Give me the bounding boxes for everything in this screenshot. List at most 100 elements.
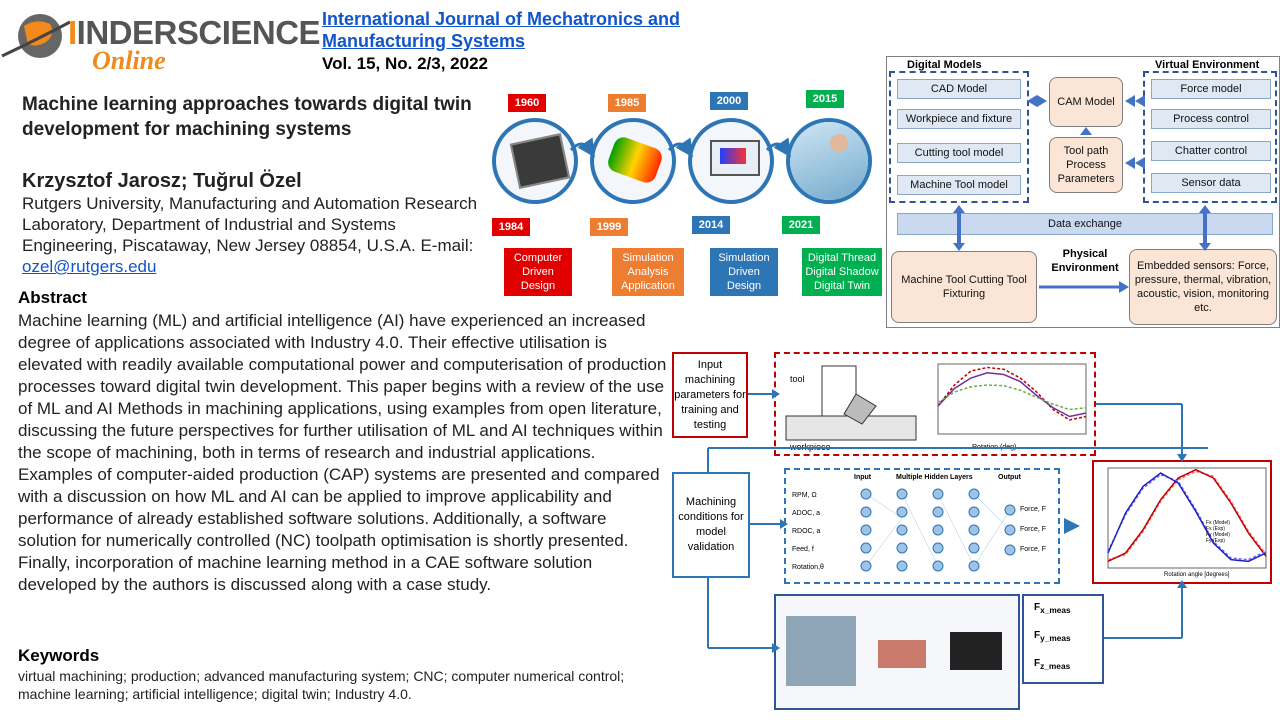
measurement-symbol: F	[1034, 602, 1041, 613]
measurement-symbol: F	[1034, 630, 1041, 641]
year-badge: 2015	[806, 90, 844, 108]
volume-info: Vol. 15, No. 2/3, 2022	[322, 54, 488, 73]
keywords-text: virtual machining; production; advanced …	[18, 668, 625, 702]
nn-header: Output	[998, 474, 1021, 481]
nn-header: Multiple Hidden Layers	[896, 474, 973, 481]
digital-twin-diagram: Digital Models CAD Model Workpiece and f…	[886, 56, 1280, 328]
stage-label: Simulation Analysis Application	[612, 248, 684, 296]
affiliation-text: Rutgers University, Manufacturing and Au…	[22, 194, 478, 255]
logo-wordmark: IINDERSCIENCE	[68, 14, 321, 51]
year-badge: 2000	[710, 92, 748, 110]
abstract-heading: Abstract	[18, 288, 87, 307]
machining-conditions-box: Machining conditions for model validatio…	[672, 472, 750, 578]
year-badge: 1985	[608, 94, 646, 112]
nn-input-label: RDOC, a	[792, 528, 821, 535]
input-params-box: Input machining parameters for training …	[672, 352, 748, 438]
nn-header: Input	[854, 474, 872, 481]
digital-models-group	[889, 71, 1029, 203]
ml-diagram: Input machining parameters for training …	[668, 348, 1280, 720]
nn-input-label: ADOC, a	[792, 510, 821, 517]
virtual-env-box: Chatter control	[1151, 141, 1271, 161]
journal-title-link[interactable]: International Journal of Mechatronics an…	[322, 9, 681, 51]
paper-title: Machine learning approaches towards digi…	[22, 94, 472, 140]
affiliation: Rutgers University, Manufacturing and Au…	[22, 193, 492, 277]
measurement-label: Fz_meas	[1034, 658, 1070, 671]
machine-tool-box: Machine Tool Cutting Tool Fixturing	[891, 251, 1037, 323]
nn-input-label: RPM, Ω	[792, 492, 817, 499]
data-exchange-bar: Data exchange	[897, 213, 1273, 235]
plot-frame	[937, 363, 1087, 435]
digital-twin-era-image	[786, 118, 872, 204]
virtual-env-label: Virtual Environment	[1155, 59, 1260, 71]
experimental-setup-panel	[774, 594, 1020, 710]
legend-item: Fy (Exp)	[1206, 538, 1225, 544]
embedded-sensors-box: Embedded sensors: Force, pressure, therm…	[1129, 249, 1277, 325]
inderscience-logo[interactable]: IINDERSCIENCE Online	[0, 8, 321, 78]
measurement-subscript: y_meas	[1040, 633, 1071, 643]
tool-label: tool	[790, 374, 805, 384]
series-line	[937, 371, 1087, 418]
year-badge: 1984	[492, 218, 530, 236]
digital-model-box: CAD Model	[897, 79, 1021, 99]
series-line	[1107, 470, 1267, 561]
legend-item: Fx (Exp)	[1206, 526, 1225, 532]
nn-output-label: Force, F	[1020, 526, 1047, 533]
stage-label: Computer Driven Design	[504, 248, 572, 296]
stage-label: Simulation Driven Design	[710, 248, 778, 296]
year-badge: 1999	[590, 218, 628, 236]
nn-input-label: Feed, f	[792, 546, 814, 553]
toolpath-box: Tool path Process Parameters	[1049, 137, 1123, 193]
virtual-env-box: Process control	[1151, 109, 1271, 129]
machine-image	[786, 616, 856, 686]
physical-env-label: Physical Environment	[1051, 248, 1119, 274]
digital-model-box: Cutting tool model	[897, 143, 1021, 163]
legend-item: Fx (Model)	[1206, 520, 1230, 526]
cad-era-image	[492, 118, 578, 204]
measurement-label: Fy_meas	[1034, 630, 1071, 643]
force-validation-chart	[1107, 467, 1267, 569]
timeline-figure: 1960 1985 2000 2015 1984 1999 2014 2021 …	[486, 88, 886, 300]
sdd-era-image	[688, 118, 774, 204]
force-chart-legend: Fx (Model) Fx (Exp) Fy (Model) Fy (Exp)	[1206, 520, 1230, 544]
paper-authors: Krzysztof Jarosz; Tuğrul Özel	[22, 170, 302, 192]
ml-connector-arrows	[707, 389, 1208, 653]
twin-arrows	[953, 95, 1211, 293]
series-line	[1107, 473, 1267, 561]
machining-conditions-text: Machining conditions for model validatio…	[678, 496, 744, 553]
neural-net-graph	[860, 488, 1016, 572]
author-email-link[interactable]: ozel@rutgers.edu	[22, 257, 157, 276]
force-prediction-chart	[937, 363, 1087, 435]
measurement-subscript: x_meas	[1040, 605, 1071, 615]
measurement-subscript: z_meas	[1040, 661, 1071, 671]
digital-model-box: Machine Tool model	[897, 175, 1021, 195]
nn-output-label: Force, F	[1020, 506, 1047, 513]
year-badge: 2021	[782, 216, 820, 234]
input-params-text: Input machining parameters for training …	[674, 358, 746, 431]
virtual-env-group	[1143, 71, 1277, 203]
globe-icon	[1, 14, 70, 58]
series-line	[1107, 472, 1267, 563]
laptop-image	[950, 632, 1002, 670]
measurement-symbol: F	[1034, 658, 1041, 669]
logo-subtext: Online	[92, 46, 166, 75]
stage-label: Digital Thread Digital Shadow Digital Tw…	[802, 248, 882, 296]
nn-output-label: Force, F	[1020, 546, 1047, 553]
nn-input-label: Rotation,θ	[792, 564, 824, 571]
abstract-text: Machine learning (ML) and artificial int…	[18, 311, 667, 594]
timeline-arrows	[569, 137, 791, 158]
legend-item: Fy (Model)	[1206, 532, 1230, 538]
digital-models-label: Digital Models	[907, 59, 982, 71]
force-chart-x-label: Rotation angle [degrees]	[1164, 572, 1230, 578]
year-badge: 1960	[508, 94, 546, 112]
keywords-heading: Keywords	[18, 646, 100, 665]
amplifier-image	[878, 640, 926, 668]
series-line	[937, 384, 1087, 411]
neural-network-panel: Input Multiple Hidden Layers Output RPM,…	[784, 468, 1060, 584]
simulation-era-image	[590, 118, 676, 204]
virtual-env-box: Force model	[1151, 79, 1271, 99]
series-line	[937, 366, 1087, 421]
series-line	[1107, 468, 1267, 563]
cutting-model-panel: tool workpiece Rotation (deg)	[774, 352, 1096, 456]
virtual-env-box: Sensor data	[1151, 173, 1271, 193]
cam-model-box: CAM Model	[1049, 77, 1123, 127]
